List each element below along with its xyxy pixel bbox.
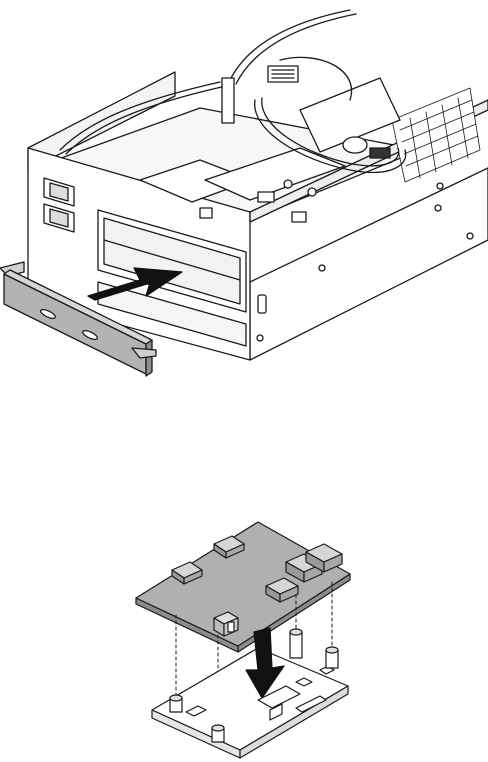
- install-board-svg: [0, 500, 488, 762]
- vent-grid: [392, 88, 480, 182]
- board-surface: [136, 522, 350, 646]
- standoff: [212, 725, 224, 742]
- install-bezel-svg: [0, 0, 488, 400]
- screw-hole: [437, 183, 443, 189]
- standoff: [326, 647, 338, 668]
- screw-hole: [467, 233, 473, 239]
- standoff: [170, 695, 182, 712]
- drive-bay-chassis: [28, 10, 488, 360]
- side-latch: [258, 295, 266, 313]
- install-board-illustration: [0, 500, 488, 762]
- screw-hole: [319, 265, 325, 271]
- cable-clip: [222, 78, 234, 123]
- board-bracket: [152, 629, 348, 758]
- standoff: [290, 629, 302, 658]
- circuit-board: [136, 522, 350, 652]
- screw-hole: [435, 205, 441, 211]
- screw-hole: [257, 335, 263, 341]
- install-bezel-illustration: [0, 0, 488, 400]
